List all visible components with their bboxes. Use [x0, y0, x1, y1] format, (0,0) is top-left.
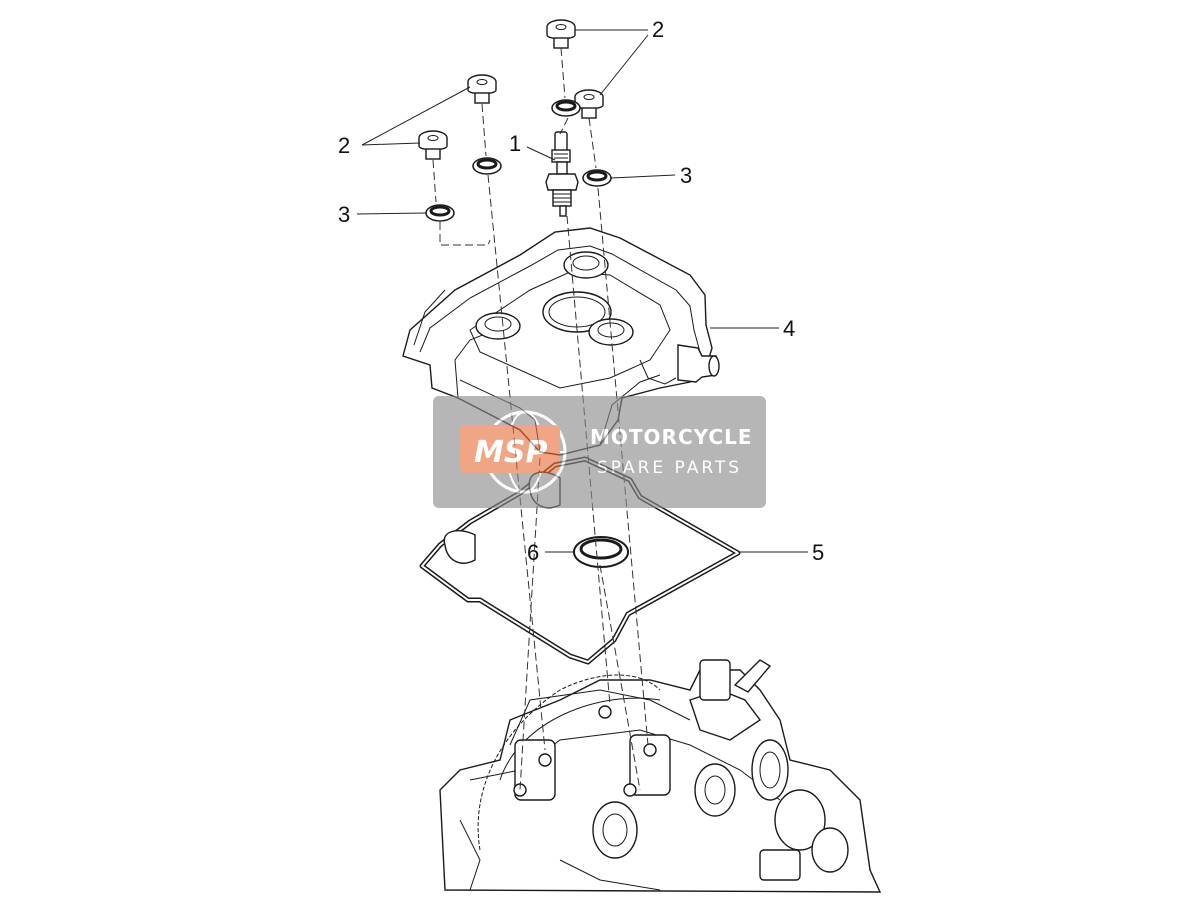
sealing-washer: [425, 204, 455, 222]
cover-bolt: [574, 89, 604, 119]
cover-bolt: [418, 130, 448, 160]
sealing-washer: [582, 169, 612, 187]
watermark-logo: MSP: [474, 435, 547, 470]
callout-6: 6: [527, 540, 539, 565]
callout-labels: 1 2 2 3 3 4 5 6: [338, 17, 824, 565]
spark-plug: [545, 131, 579, 217]
callout-4: 4: [783, 316, 795, 341]
leader-lines: [356, 29, 808, 553]
callout-3-right: 3: [680, 163, 692, 188]
watermark-line1: MOTORCYCLE: [590, 425, 752, 449]
watermark-line2: SPARE PARTS: [597, 458, 742, 478]
spark-plug-seal: [573, 536, 629, 568]
cover-bolt: [467, 74, 497, 104]
cylinder-head: [439, 659, 882, 893]
callout-1: 1: [509, 131, 521, 156]
callout-2-top: 2: [652, 17, 664, 42]
callout-3-left: 3: [338, 202, 350, 227]
watermark: MSP MOTORCYCLE SPARE PARTS: [433, 396, 766, 508]
callout-5: 5: [812, 540, 824, 565]
sealing-washer: [472, 157, 502, 175]
sealing-washer: [551, 99, 581, 117]
cover-bolt: [546, 19, 576, 49]
callout-2-left: 2: [338, 133, 350, 158]
